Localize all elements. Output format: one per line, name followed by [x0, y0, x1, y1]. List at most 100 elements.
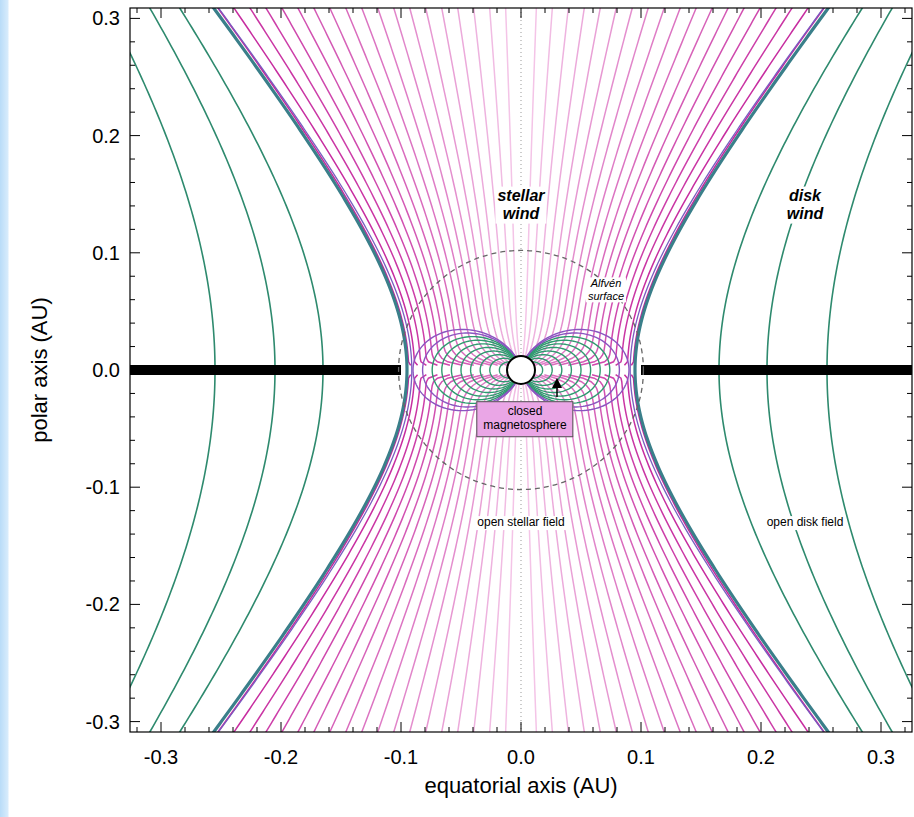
tick-mark	[902, 135, 912, 136]
tick-mark	[907, 323, 912, 324]
field-label: open stellar field	[475, 516, 566, 530]
tick-mark	[857, 8, 858, 13]
tick-mark	[907, 88, 912, 89]
tick-mark	[130, 651, 135, 652]
tick-mark	[161, 8, 162, 18]
tick-mark	[401, 8, 402, 18]
tick-mark	[130, 370, 140, 371]
tick-mark	[833, 727, 834, 732]
tick-mark	[907, 580, 912, 581]
tick-mark	[905, 8, 906, 13]
tick-mark	[689, 8, 690, 13]
tick-mark	[257, 727, 258, 732]
star	[507, 356, 535, 384]
tick-mark	[137, 727, 138, 732]
stellar-field-line	[252, 8, 437, 365]
tick-label: -0.1	[384, 746, 418, 769]
tick-mark	[473, 727, 474, 732]
stellar-field-line	[336, 8, 491, 365]
stellar-field-line	[551, 8, 706, 365]
tick-mark	[833, 8, 834, 13]
tick-mark	[593, 8, 594, 13]
tick-marks	[130, 8, 912, 732]
tick-label: -0.1	[86, 476, 120, 499]
tick-mark	[130, 205, 135, 206]
tick-mark	[902, 18, 912, 19]
stellar-field-line	[269, 375, 450, 732]
tick-mark	[130, 112, 135, 113]
tick-mark	[130, 252, 140, 253]
tick-mark	[907, 205, 912, 206]
tick-mark	[130, 135, 140, 136]
tick-mark	[130, 463, 135, 464]
leader-arrow	[556, 380, 558, 397]
tick-mark	[907, 510, 912, 511]
tick-mark	[130, 557, 135, 558]
tick-mark	[907, 534, 912, 535]
tick-mark	[545, 8, 546, 13]
tick-mark	[281, 8, 282, 18]
tick-mark	[353, 8, 354, 13]
tick-label: -0.2	[264, 746, 298, 769]
stellar-field-line	[551, 375, 706, 732]
tick-mark	[329, 8, 330, 13]
tick-label: 0.0	[92, 359, 120, 382]
tick-mark	[907, 299, 912, 300]
tick-mark	[761, 722, 762, 732]
tick-mark	[907, 41, 912, 42]
tick-label: 0.0	[507, 746, 535, 769]
tick-mark	[907, 393, 912, 394]
tick-mark	[907, 674, 912, 675]
tick-mark	[377, 8, 378, 13]
tick-mark	[353, 727, 354, 732]
tick-mark	[521, 8, 522, 18]
tick-label: 0.2	[747, 746, 775, 769]
stellar-field-line	[252, 375, 437, 732]
tick-label: 0.1	[92, 241, 120, 264]
tick-mark	[130, 41, 135, 42]
axis-title: polar axis (AU)	[27, 297, 52, 442]
stellar-field-line	[592, 375, 773, 732]
tick-mark	[857, 727, 858, 732]
tick-mark	[130, 276, 135, 277]
region-label: stellar wind	[495, 187, 546, 224]
tick-mark	[593, 727, 594, 732]
tick-mark	[130, 393, 135, 394]
tick-label: 0.3	[92, 7, 120, 30]
tick-mark	[130, 487, 140, 488]
tick-mark	[233, 8, 234, 13]
tick-mark	[907, 346, 912, 347]
closed-field-loop	[432, 337, 515, 404]
tick-mark	[130, 510, 135, 511]
tick-label: -0.3	[86, 710, 120, 733]
closed-field-loop	[413, 329, 516, 410]
tick-mark	[233, 727, 234, 732]
tick-mark	[281, 722, 282, 732]
tick-mark	[907, 440, 912, 441]
tick-mark	[713, 727, 714, 732]
tick-mark	[617, 727, 618, 732]
stellar-field-line	[202, 8, 411, 365]
accretion-disk	[641, 365, 912, 375]
tick-mark	[907, 182, 912, 183]
stellar-field-line	[320, 375, 484, 732]
tick-mark	[130, 182, 135, 183]
tick-label: 0.2	[92, 124, 120, 147]
tick-mark	[902, 252, 912, 253]
tick-mark	[305, 8, 306, 13]
tick-label: 0.3	[867, 746, 895, 769]
tick-mark	[902, 721, 912, 722]
tick-mark	[425, 8, 426, 13]
tick-mark	[377, 727, 378, 732]
tick-mark	[907, 65, 912, 66]
plot-frame	[130, 8, 912, 732]
stellar-field-line	[568, 8, 739, 365]
tick-mark	[641, 722, 642, 732]
tick-mark	[329, 727, 330, 732]
tick-mark	[401, 722, 402, 732]
tick-mark	[130, 88, 135, 89]
stellar-field-line	[605, 8, 790, 365]
tick-mark	[449, 8, 450, 13]
tick-mark	[130, 323, 135, 324]
